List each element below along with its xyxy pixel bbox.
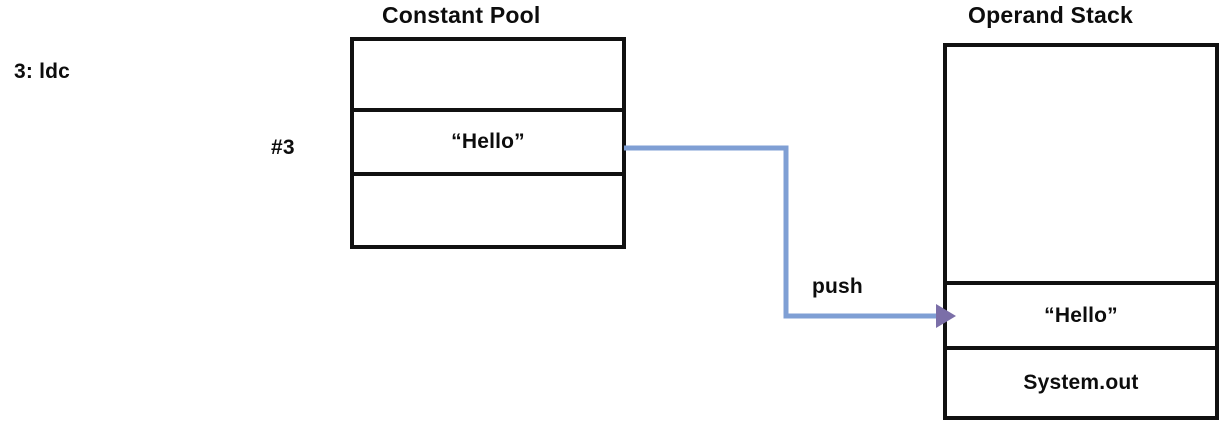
constant-pool-row-0	[354, 41, 622, 112]
push-edge-label: push	[812, 275, 863, 298]
operand-stack-row-2: System.out	[947, 350, 1215, 416]
constant-pool-row-2	[354, 176, 622, 245]
push-arrow-connector	[624, 145, 956, 328]
constant-pool-box: “Hello”	[350, 37, 626, 249]
operand-stack-title: Operand Stack	[968, 2, 1133, 28]
constant-pool-row-1: “Hello”	[354, 112, 622, 176]
instruction-label: 3: ldc	[14, 60, 71, 83]
push-arrow-line	[624, 145, 940, 319]
constant-pool-title: Constant Pool	[382, 2, 541, 28]
operand-stack-row-0	[947, 47, 1215, 285]
operand-stack-box: “Hello” System.out	[943, 43, 1219, 420]
operand-stack-row-1: “Hello”	[947, 285, 1215, 350]
constant-pool-index-label: #3	[271, 136, 295, 159]
